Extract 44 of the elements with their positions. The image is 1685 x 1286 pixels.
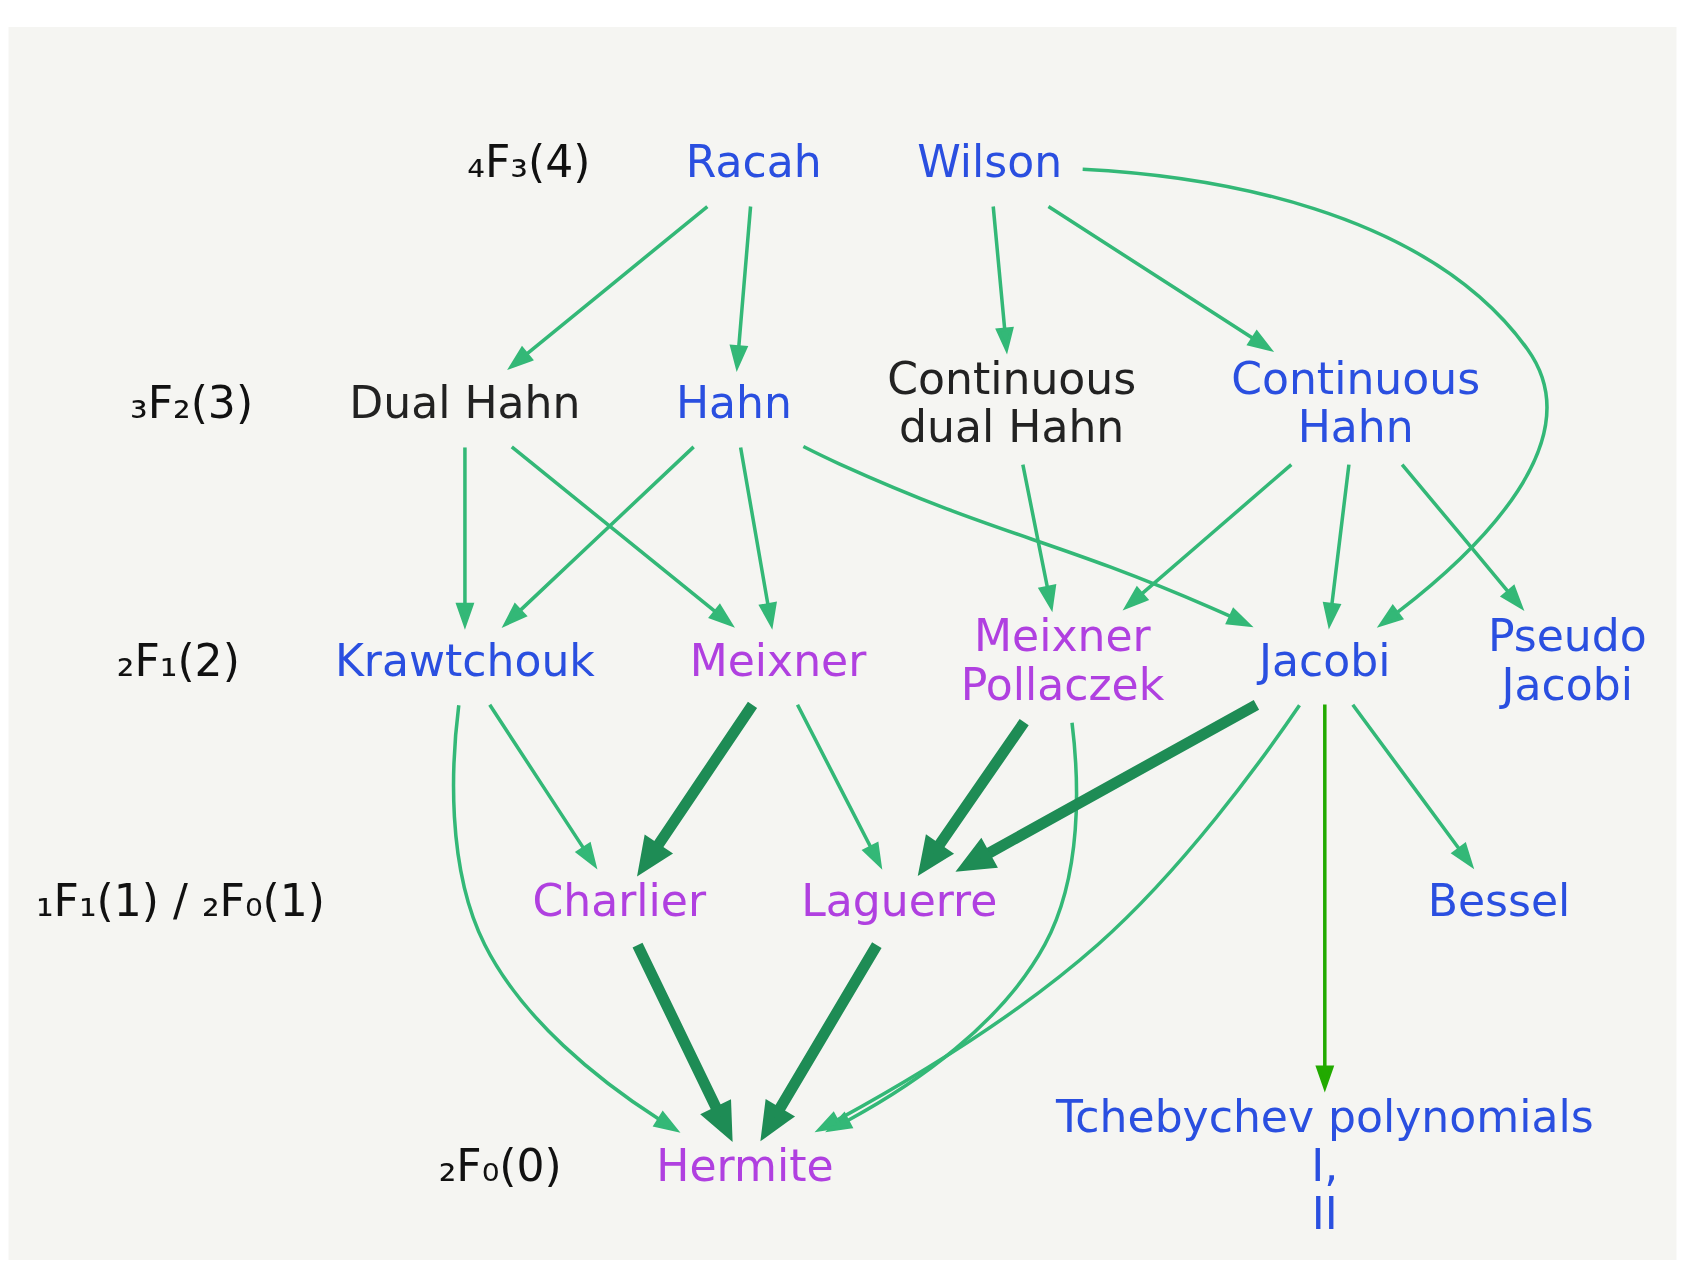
arrow	[632, 942, 733, 1142]
arrow	[1315, 704, 1335, 1093]
arrow	[637, 701, 758, 876]
node-text: Hermite	[656, 1139, 834, 1191]
arrow	[1082, 166, 1548, 628]
arrow	[488, 703, 598, 869]
node-text: Bessel	[1427, 874, 1571, 926]
node-text: Racah	[685, 135, 822, 187]
node-text: Pseudo Jacobi	[1487, 609, 1647, 710]
arrow	[795, 703, 883, 870]
node-text: Wilson	[917, 135, 1063, 187]
label: ₁F₁(1) / ₂F₀(1)	[35, 874, 326, 926]
arrow	[501, 445, 695, 628]
arrow	[510, 445, 735, 628]
arrow	[1322, 463, 1351, 630]
label: ₄F₃(4)	[467, 135, 591, 187]
arrow	[507, 204, 709, 370]
node-text: Charlier	[532, 874, 707, 926]
arrow	[991, 205, 1014, 354]
arrow	[1047, 204, 1275, 352]
node-text: Hahn	[675, 376, 792, 428]
arrow	[451, 704, 681, 1133]
node-text: Meixner	[689, 634, 867, 686]
arrow	[917, 718, 1029, 876]
label: ₃F₂(3)	[129, 376, 254, 428]
node-text: Continuous Hahn	[1231, 352, 1481, 452]
arrow	[729, 205, 753, 372]
label: ₂F₁(2)	[116, 634, 240, 686]
arrow	[455, 446, 475, 630]
node-text: Laguerre	[801, 874, 998, 926]
node-text: Krawtchouk	[334, 634, 595, 686]
arrow	[1351, 703, 1475, 869]
arrow	[760, 941, 882, 1141]
label: ₂F₀(0)	[438, 1139, 562, 1191]
arrow	[1021, 463, 1057, 612]
arrow	[1122, 462, 1293, 610]
arrow	[738, 446, 777, 630]
arrow	[802, 444, 1254, 627]
node-text: Meixner Pollaczek	[960, 609, 1165, 710]
node-text: Tchebychev polynomials I, II	[1055, 1090, 1594, 1239]
node-text: Continuous dual Hahn	[887, 352, 1137, 452]
arrow	[1400, 462, 1525, 611]
node-text: Dual Hahn	[349, 376, 581, 428]
arrow	[955, 699, 1260, 872]
